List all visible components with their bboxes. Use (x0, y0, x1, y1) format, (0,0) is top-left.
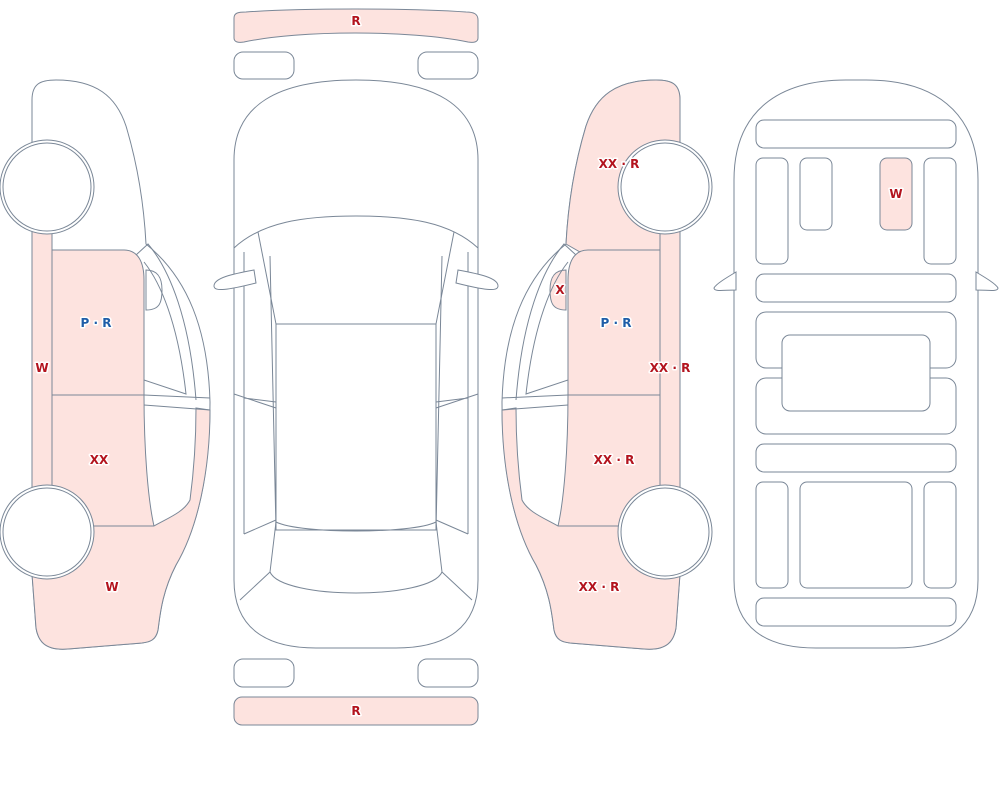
left-door-window (143, 261, 187, 395)
top-view (213, 8, 499, 726)
left-b-pillar (233, 393, 277, 409)
right-side-rail (435, 252, 469, 535)
label-left-rear-quarter: W (105, 580, 118, 594)
right-beltline-upper (501, 394, 569, 399)
label-left-rocker: W (35, 361, 48, 375)
label-floor-panel: W (889, 187, 902, 201)
damage-labels: R R W P · R XX W XX · R X P · R XX · R X… (34, 13, 904, 720)
left-beltline (143, 404, 211, 411)
rear-bumper[interactable] (233, 696, 479, 726)
spare-well[interactable] (799, 481, 913, 589)
roof-panel (275, 323, 437, 531)
right-windshield-pillar (515, 243, 577, 401)
underbody-right-tab (975, 271, 999, 291)
front-right-lamp (417, 51, 479, 80)
top-left-mirror[interactable] (213, 269, 257, 291)
label-rear-bumper: R (351, 704, 360, 718)
hood-line (233, 215, 479, 249)
right-rear-wheel[interactable] (617, 484, 713, 580)
front-bumper[interactable] (233, 8, 479, 43)
label-right-front-fender: XX · R (599, 157, 640, 171)
right-side-view (501, 79, 713, 650)
front-subframe[interactable] (755, 273, 957, 303)
top-right-mirror[interactable] (455, 269, 499, 291)
front-crossmember[interactable] (755, 119, 957, 149)
right-rear-quarter[interactable] (501, 407, 681, 650)
label-left-front-door: P · R (81, 316, 112, 330)
right-mirror[interactable] (549, 269, 567, 311)
trunk-line (239, 571, 473, 601)
rear-right-rail[interactable] (923, 481, 957, 589)
front-left-lamp (233, 51, 295, 80)
label-right-mirror: X (555, 283, 565, 297)
right-door-window (525, 261, 569, 395)
left-rear-quarter[interactable] (31, 407, 211, 650)
label-front-bumper: R (351, 14, 360, 28)
left-side-rail (243, 252, 277, 535)
right-front-door[interactable] (567, 249, 661, 396)
label-right-rear-door: XX · R (594, 453, 635, 467)
left-side-view (0, 79, 211, 650)
right-b-pillar (435, 393, 479, 409)
front-center-left-rail[interactable] (799, 157, 833, 231)
left-front-wheel[interactable] (0, 139, 95, 235)
front-left-rail[interactable] (755, 157, 789, 265)
center-tunnel[interactable] (781, 334, 931, 412)
rear-right-lamp (417, 658, 479, 688)
label-right-front-door: P · R (601, 316, 632, 330)
rear-left-lamp (233, 658, 295, 688)
floor-panel[interactable] (879, 157, 913, 231)
label-right-rocker: XX · R (650, 361, 691, 375)
left-front-door[interactable] (51, 249, 145, 396)
left-mirror[interactable] (145, 269, 163, 311)
label-right-rear-quarter: XX · R (579, 580, 620, 594)
right-front-wheel[interactable] (617, 139, 713, 235)
rear-left-rail[interactable] (755, 481, 789, 589)
left-rear-wheel[interactable] (0, 484, 95, 580)
right-beltline (501, 404, 569, 411)
top-body-outline[interactable] (233, 79, 479, 649)
front-right-rail[interactable] (923, 157, 957, 265)
left-beltline-upper (143, 394, 211, 399)
left-windshield-pillar (135, 243, 197, 401)
rear-crossmember[interactable] (755, 443, 957, 473)
label-left-rear-door: XX (90, 453, 109, 467)
rear-panel[interactable] (755, 597, 957, 627)
underbody-left-tab (713, 271, 737, 291)
underbody-view (713, 79, 999, 649)
